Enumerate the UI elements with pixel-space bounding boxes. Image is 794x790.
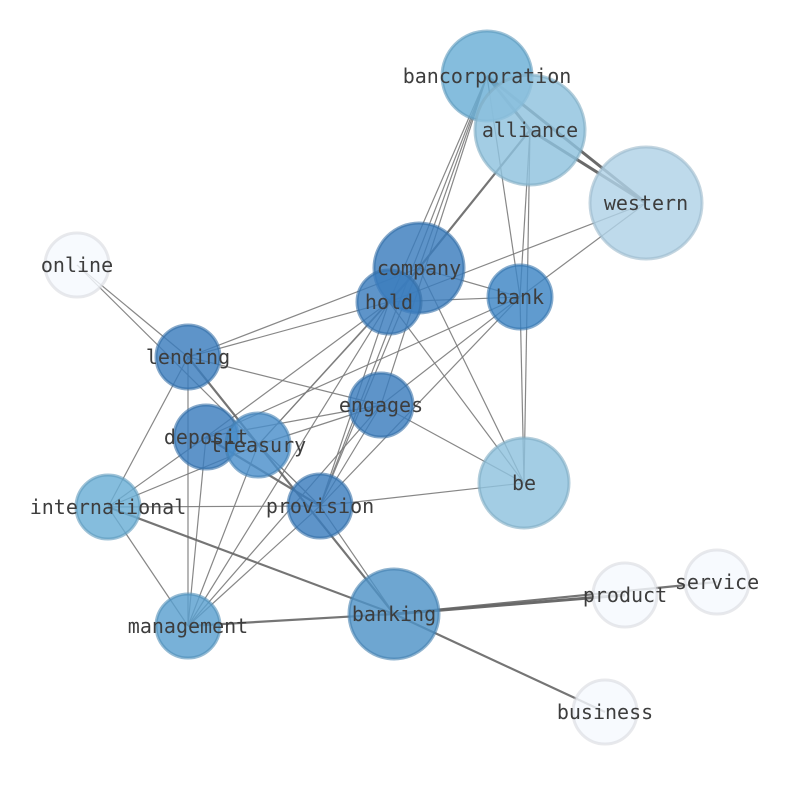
node-lending <box>154 323 222 391</box>
node-label-lending: lending <box>146 345 230 369</box>
node-label-company: company <box>377 256 461 280</box>
node-label-business: business <box>557 700 653 724</box>
node-layer <box>43 29 751 746</box>
edge-bank-provision <box>319 296 521 507</box>
node-label-engages: engages <box>339 393 423 417</box>
node-management <box>154 592 222 660</box>
node-provision <box>286 472 354 540</box>
edge-banking-service <box>393 580 718 616</box>
edge-international-provision <box>107 505 321 508</box>
node-label-bancorporation: bancorporation <box>403 64 572 88</box>
node-business <box>571 678 639 746</box>
node-label-deposit: deposit <box>164 425 248 449</box>
node-international <box>74 473 142 541</box>
node-western <box>588 145 704 261</box>
node-label-hold: hold <box>365 290 413 314</box>
node-be <box>477 436 571 530</box>
node-label-western: western <box>604 191 688 215</box>
node-label-online: online <box>41 253 113 277</box>
edge-hold-deposit <box>205 301 390 438</box>
label-layer: bancorporation alliance western company hold… <box>30 64 759 724</box>
node-hold <box>355 268 423 336</box>
node-banking <box>347 567 441 661</box>
edge-international-banking <box>107 505 395 616</box>
node-label-banking: banking <box>352 602 436 626</box>
node-label-product: product <box>583 583 667 607</box>
node-alliance <box>473 73 587 187</box>
node-service <box>683 548 751 616</box>
node-label-bank: bank <box>496 285 544 309</box>
edge-lending-banking <box>187 356 395 615</box>
node-online <box>43 231 111 299</box>
node-treasury <box>224 411 292 479</box>
node-bank <box>486 263 554 331</box>
node-label-management: management <box>128 614 248 638</box>
node-label-alliance: alliance <box>482 118 578 142</box>
edge-engages-management <box>187 404 382 627</box>
node-label-provision: provision <box>266 494 374 518</box>
edge-hold-management <box>187 301 390 627</box>
node-label-treasury: treasury <box>210 433 306 457</box>
edge-hold-lending <box>187 301 390 358</box>
node-label-international: international <box>30 495 187 519</box>
node-engages <box>347 371 415 439</box>
node-label-be: be <box>512 471 536 495</box>
node-label-service: service <box>675 570 759 594</box>
node-product <box>591 561 659 629</box>
